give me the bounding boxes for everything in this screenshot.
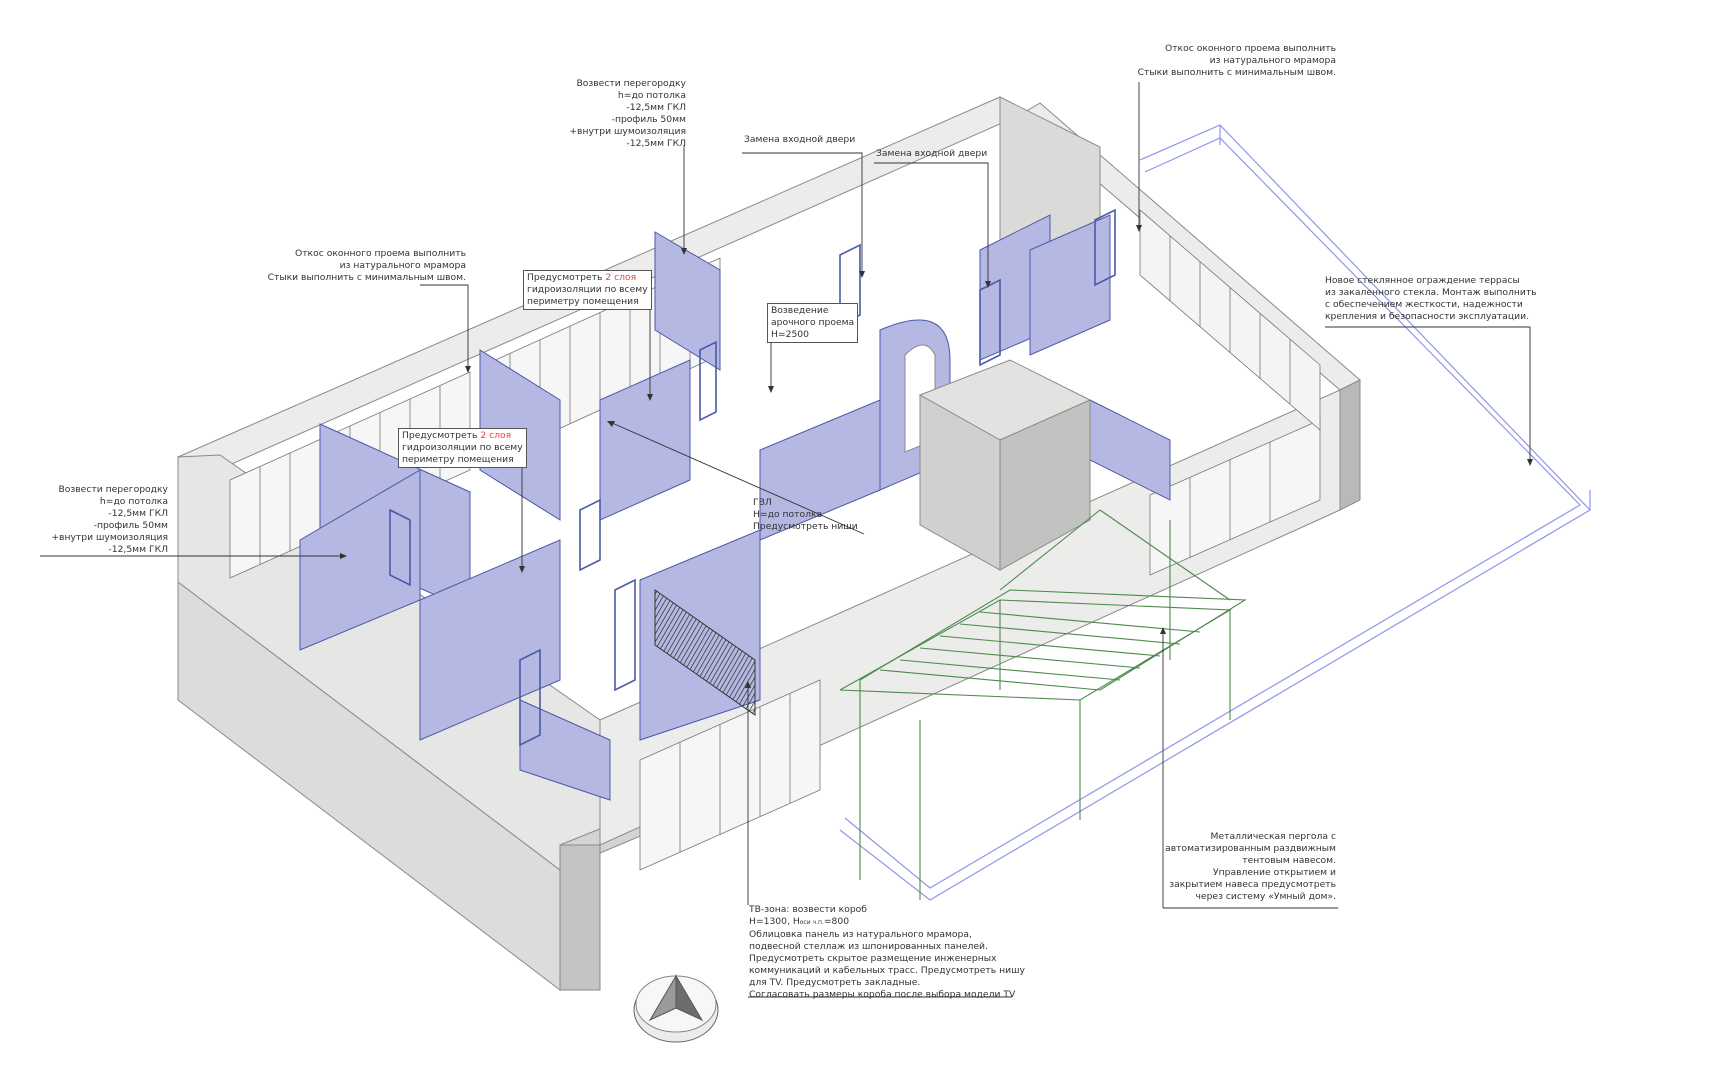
note-line: +внутри шумоизоляция: [51, 532, 168, 543]
note-line: h=до потолка: [617, 90, 686, 101]
note-door-replace-2: Замена входной двери: [876, 148, 987, 160]
note-line: автоматизированным раздвижным: [1165, 843, 1336, 854]
note-line: Предусмотреть скрытое размещение инженер…: [749, 953, 997, 964]
note-line: -профиль 50мм: [93, 520, 168, 531]
note-line: Возвести перегородку: [58, 484, 168, 495]
note-line: h=до потолка: [99, 496, 168, 507]
note-gvl: ГВЛ Н=до потолка Предусмотреть ниши: [753, 497, 858, 533]
note-line: -12,5мм ГКЛ: [108, 544, 168, 555]
note-line: Предусмотреть 2 слоя: [402, 430, 523, 442]
note-line: гидроизоляции по всему: [527, 284, 648, 295]
note-line: гидроизоляции по всему: [402, 442, 523, 453]
note-window-slope-left: Откос оконного проема выполнить из натур…: [240, 248, 466, 284]
tv-box: [654, 589, 756, 716]
note-line: -12,5мм ГКЛ: [108, 508, 168, 519]
note-line: периметру помещения: [527, 296, 639, 307]
note-door-replace-1: Замена входной двери: [744, 134, 855, 146]
note-line: ТВ-зона: возвести короб: [749, 904, 867, 915]
note-line: ГВЛ: [753, 497, 772, 508]
note-line: закрытием навеса предусмотреть: [1169, 879, 1336, 890]
doors: [389, 208, 1116, 747]
terrace-glass-railing: [839, 124, 1591, 901]
window-strip-right: [639, 419, 1321, 871]
note-line: Согласовать размеры короба после выбора …: [749, 989, 1016, 1000]
note-line: коммуникаций и кабельных трасс. Предусмо…: [749, 965, 1025, 976]
note-line: Металлическая пергола с: [1210, 831, 1336, 842]
note-pergola: Металлическая пергола с автоматизированн…: [1150, 831, 1336, 903]
note-line: подвесной стеллаж из шпонированных панел…: [749, 941, 988, 952]
note-line: через систему «Умный дом».: [1195, 891, 1337, 902]
note-line: с обеспечением жесткости, надежности: [1325, 299, 1523, 310]
note-line: +внутри шумоизоляция: [569, 126, 686, 137]
note-line: Новое стеклянное ограждение террасы: [1325, 275, 1520, 286]
note-line: Откос оконного проема выполнить: [1164, 43, 1336, 54]
note-subscript: оси ч.п.: [799, 919, 824, 926]
corridor-block: [918, 359, 1092, 571]
note-line: из натурального мрамора: [339, 260, 466, 271]
note-line: Облицовка панель из натурального мрамора…: [749, 929, 972, 940]
pergola: [839, 509, 1247, 900]
note-line: Управление открытием и: [1213, 867, 1336, 878]
note-part: Н=1300, Н: [749, 916, 800, 927]
note-line: Возведение: [771, 305, 829, 316]
note-highlight: 2 слоя: [480, 430, 512, 441]
north-arrow-icon: [633, 974, 719, 1043]
note-line: Стыки выполнить с минимальным швом.: [267, 272, 466, 283]
window-strip-right-short: [1139, 209, 1321, 431]
note-prefix: Предусмотреть: [402, 430, 481, 441]
note-highlight: 2 слоя: [605, 272, 637, 283]
note-line: Н=1300, Носи ч.п.=800: [749, 916, 1025, 929]
note-line: Откос оконного проема выполнить: [294, 248, 466, 259]
note-line: -профиль 50мм: [611, 114, 686, 125]
note-line: Н=до потолка: [753, 509, 823, 520]
note-arch: Возведение арочного проема H=2500: [767, 303, 859, 343]
note-line: Предусмотреть ниши: [753, 521, 858, 532]
note-window-slope-right: Откос оконного проема выполнить из натур…: [1120, 43, 1336, 79]
note-partition-top: Возвести перегородку h=до потолка -12,5м…: [560, 78, 686, 150]
note-line: H=2500: [771, 329, 809, 340]
note-waterproofing-1: Предусмотреть 2 слоя гидроизоляции по вс…: [523, 270, 652, 310]
note-line: из натурального мрамора: [1209, 55, 1336, 66]
note-tv-zone: ТВ-зона: возвести короб Н=1300, Носи ч.п…: [749, 904, 1025, 1001]
note-line: крепления и безопасности эксплуатации.: [1325, 311, 1530, 322]
note-line: Возвести перегородку: [576, 78, 686, 89]
note-line: арочного проема: [771, 317, 855, 328]
note-line: Стыки выполнить с минимальным швом.: [1137, 67, 1336, 78]
note-waterproofing-2: Предусмотреть 2 слоя гидроизоляции по вс…: [398, 428, 527, 468]
note-line: периметру помещения: [402, 454, 514, 465]
leader-arrowheads: [340, 225, 1533, 688]
note-line: тентовым навесом.: [1242, 855, 1336, 866]
note-line: из закаленного стекла. Монтаж выполнить: [1325, 287, 1537, 298]
note-line: Замена входной двери: [744, 134, 856, 145]
note-line: Предусмотреть 2 слоя: [527, 272, 648, 284]
note-line: для TV. Предусмотреть закладные.: [749, 977, 921, 988]
note-part: =800: [823, 916, 850, 927]
note-line: Замена входной двери: [876, 148, 988, 159]
note-terrace-glass: Новое стеклянное ограждение террасы из з…: [1325, 275, 1537, 323]
note-line: -12,5мм ГКЛ: [626, 102, 686, 113]
note-partition-left: Возвести перегородку h=до потолка -12,5м…: [40, 484, 168, 556]
note-prefix: Предусмотреть: [527, 272, 606, 283]
note-line: -12,5мм ГКЛ: [626, 138, 686, 149]
